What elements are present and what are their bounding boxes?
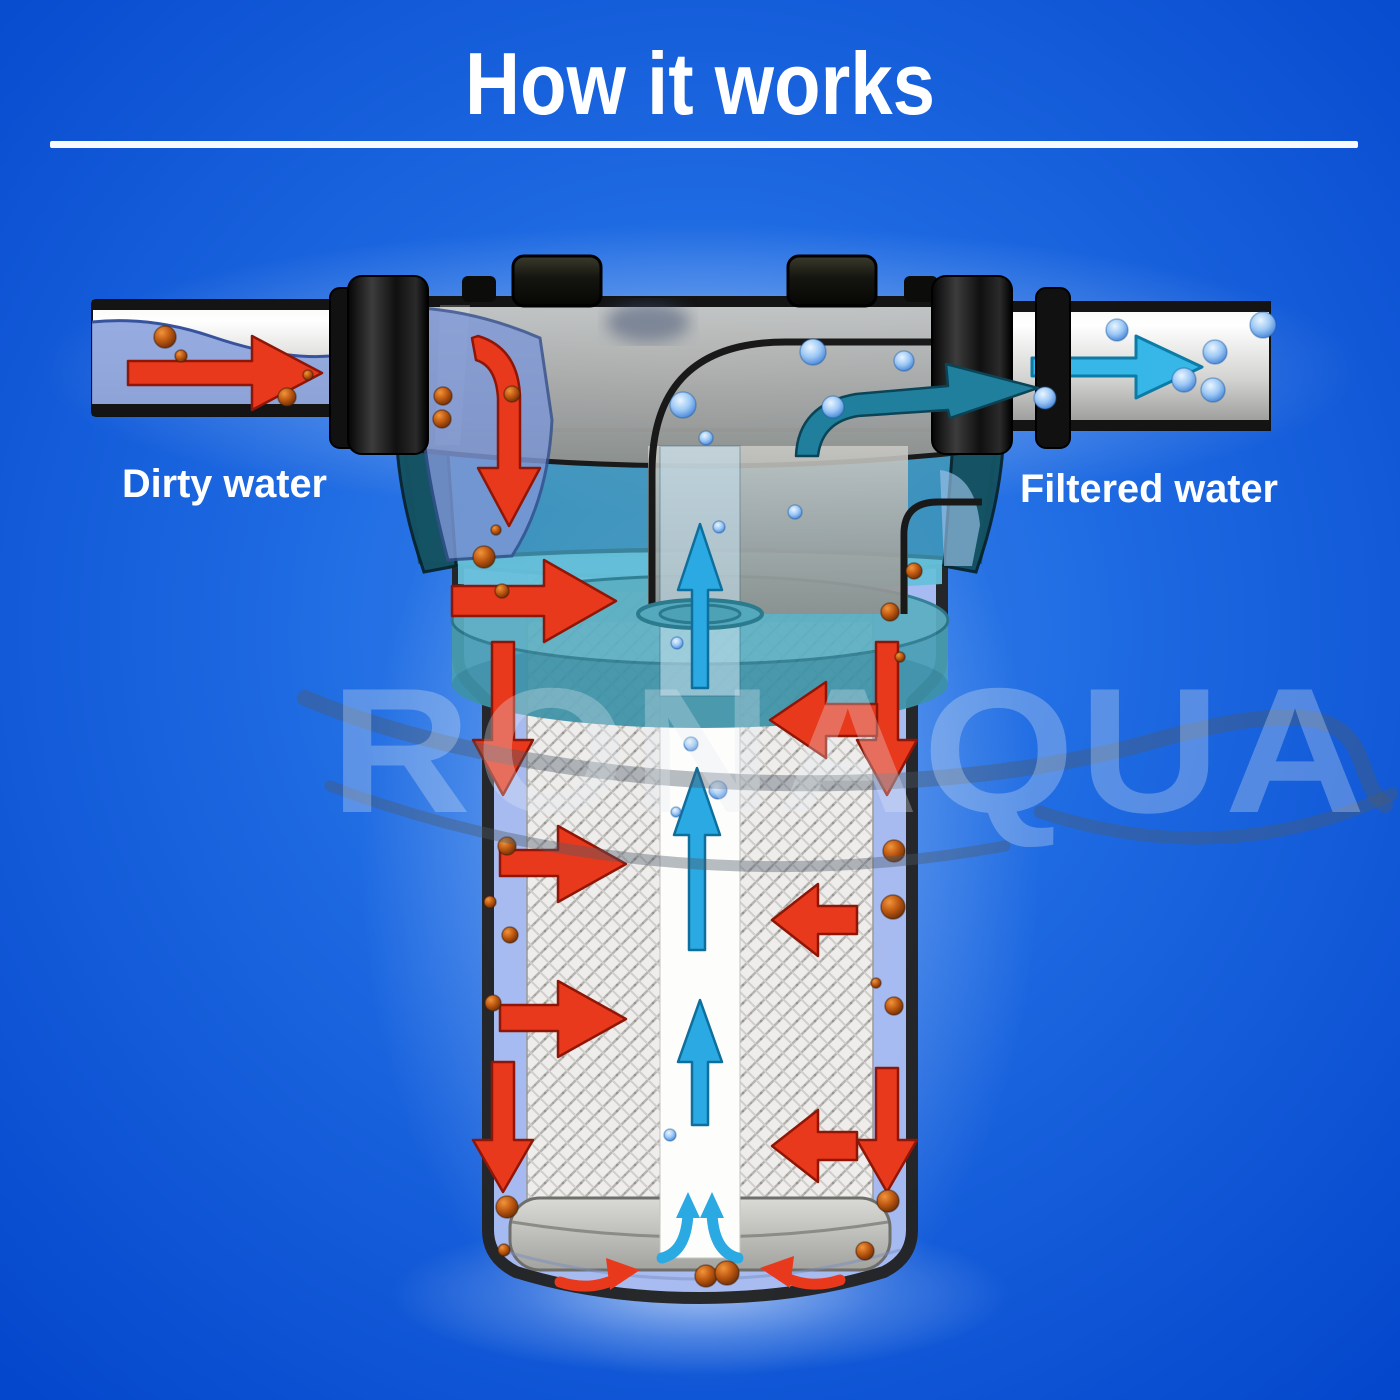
dirty-water-label: Dirty water [122,462,327,506]
red-arrow-into-mesh [768,680,879,760]
blue-arrow-core-up [676,522,724,690]
sediment-particle [174,349,188,363]
water-bubble [712,520,726,534]
sediment-particle [277,387,297,407]
red-arrow-into-mesh [498,824,628,904]
watermark: RONAQUA [297,651,1399,872]
water-bubble [1033,386,1057,410]
sediment-particle [484,994,502,1012]
blue-arrow-core-up [672,766,722,952]
sediment-particle [870,977,882,989]
water-bubble [670,806,682,818]
head-nub-right [904,276,938,302]
head-port-right [786,254,878,308]
red-arrow-into-mesh [498,979,628,1059]
water-bubble [787,504,803,520]
page-title: How it works [465,34,935,133]
watermark-swoosh [324,780,1011,872]
head-smudge [606,302,690,342]
sediment-particle [494,583,510,599]
red-arrow-head-down [470,334,542,528]
teal-arrow-elbow [794,362,1040,458]
sediment-particle [432,409,452,429]
pipe-edge-top [1010,302,1270,312]
red-arrow-down [471,640,535,797]
pipe-edge-bottom [92,404,372,416]
water-bubble [669,391,697,419]
water-bubble [683,736,699,752]
water-bubbles [663,311,1277,1142]
red-arrowhead [606,1258,640,1290]
sediment-particle [483,895,497,909]
watermark-swoosh [1033,787,1399,845]
filtered-water-label: Filtered water [1020,467,1278,511]
water-bubble [1202,339,1228,365]
water-bubble [1105,318,1129,342]
red-arrow-down [855,1066,919,1194]
elbow-outline-outer [648,338,936,614]
sediment-particle [905,562,923,580]
sediment-particle [894,651,906,663]
sediment-particle [884,996,904,1016]
water-bubble [821,395,845,419]
head-top-edge [416,296,984,307]
water-bubble [893,350,915,372]
sediment-particle [882,839,906,863]
water-bubble [799,338,827,366]
sediment-particle [153,325,177,349]
red-arrow-into-mesh [770,1108,859,1184]
red-arrow-down [471,1060,535,1194]
sediment-particle [302,369,314,381]
sediment-particle [495,1195,519,1219]
blue-arrow-bottom-curve [656,1208,694,1264]
sediment-particle [497,836,517,856]
elbow-outline-inner [900,498,982,614]
bowl-water-right [940,470,980,566]
coupling-flange-right [1035,287,1071,449]
sediment-particle [880,894,906,920]
sediment-particle [694,1264,718,1288]
water-bubble [708,780,728,800]
red-arrowhead [760,1256,794,1288]
sediment-particle [501,926,519,944]
water-bubble [670,636,684,650]
blue-arrow-bottom-curve [706,1208,744,1264]
watermark-logo-text: RONAQUA [330,651,1370,850]
red-arrow-into-mesh [770,882,859,958]
sediment-particle [714,1260,740,1286]
head-nub-left [462,276,496,302]
blue-arrowhead [700,1192,724,1218]
flow-arrows [450,334,1040,1292]
sediment-particle [503,385,521,403]
sediment-particle [497,1243,511,1257]
water-bubble [1171,367,1197,393]
sediment-particle [472,545,496,569]
head-port-left [511,254,603,308]
dirt-particles [153,325,923,1288]
pipe-edge-bottom [1010,420,1270,430]
watermark-swoosh [297,690,1393,813]
pipe-edge-top [92,300,372,310]
water-bubble [1200,377,1226,403]
water-bubble [663,1128,677,1142]
coupling-nut-right [931,275,1013,455]
title-underline [50,141,1358,148]
water-bubble [698,430,714,446]
sediment-particle [433,386,453,406]
sediment-particle [880,602,900,622]
blue-arrow-core-up [676,998,724,1127]
sediment-particle [876,1189,900,1213]
sediment-particle [855,1241,875,1261]
sediment-particle [490,524,502,536]
blue-arrowhead [676,1192,700,1218]
water-bubble [1249,311,1277,339]
coupling-nut-left [347,275,429,455]
red-arrow-into-mesh [450,558,618,644]
